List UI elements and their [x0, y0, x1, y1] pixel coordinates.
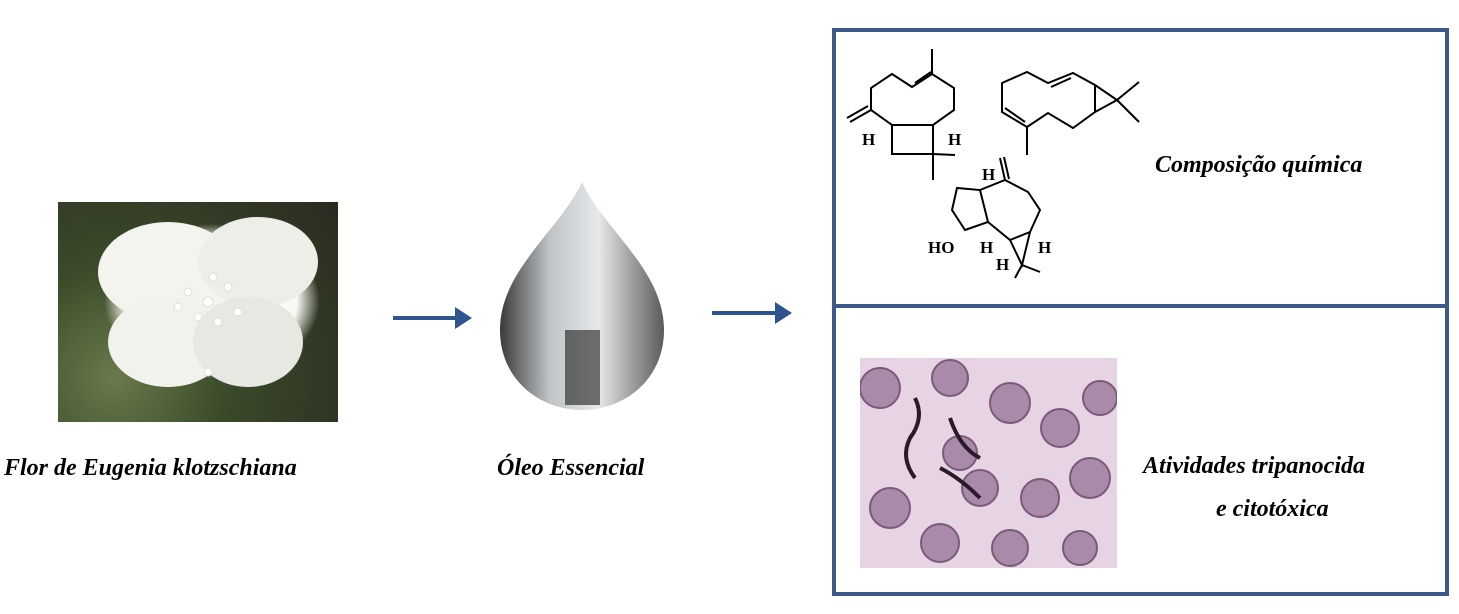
- activity-panel: [832, 304, 1449, 596]
- oil-caption: Óleo Essencial: [497, 455, 645, 481]
- activity-caption-line2: e citotóxica: [1216, 496, 1329, 522]
- hydrogen-label: H: [996, 255, 1009, 274]
- cells-illustration: [860, 359, 1117, 567]
- hydrogen-label: H: [982, 165, 995, 184]
- oil-drop-icon: [500, 182, 664, 410]
- arrow-icon: [393, 307, 472, 329]
- activity-caption-line1: Atividades tripanocida: [1143, 453, 1365, 479]
- hydrogen-label: H: [862, 130, 875, 149]
- hydroxyl-label: HO: [928, 238, 954, 257]
- flower-illustration: [98, 217, 318, 387]
- hydrogen-label: H: [980, 238, 993, 257]
- composition-caption: Composição química: [1155, 152, 1363, 178]
- trypanosome-micrograph: [860, 358, 1117, 568]
- flower-caption: Flor de Eugenia klotzschiana: [4, 455, 297, 481]
- arrow-icon: [712, 302, 792, 324]
- chemical-structures: [846, 49, 1140, 279]
- hydrogen-label: H: [948, 130, 961, 149]
- flower-photo: [58, 202, 338, 422]
- hydrogen-label: H: [1038, 238, 1051, 257]
